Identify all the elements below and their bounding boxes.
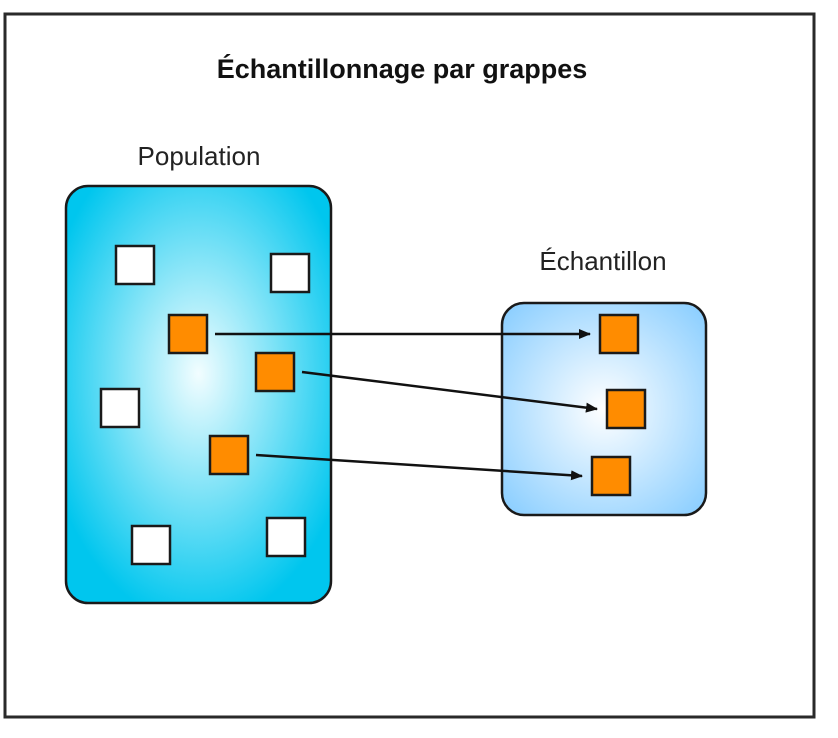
sample-selected-square [590,455,632,497]
population-unselected-square [99,387,141,429]
population-items [99,244,311,566]
arrows [215,329,598,481]
diagram-title: Échantillonnage par grappes [217,53,588,84]
sample-selected-square [605,388,647,430]
selection-arrow [301,370,598,413]
population-selected-square [254,351,296,393]
population-selected-square [167,313,209,355]
population-selected-square [208,434,250,476]
sample-label: Échantillon [539,246,666,276]
sample-selected-square [598,313,640,355]
population-unselected-square [269,252,311,294]
selection-arrow [255,453,583,481]
sample-items [590,313,647,497]
population-unselected-square [130,524,172,566]
population-label: Population [138,141,261,171]
population-unselected-square [265,516,307,558]
sample-box [500,301,708,517]
population-unselected-square [114,244,156,286]
population-box [64,184,333,605]
